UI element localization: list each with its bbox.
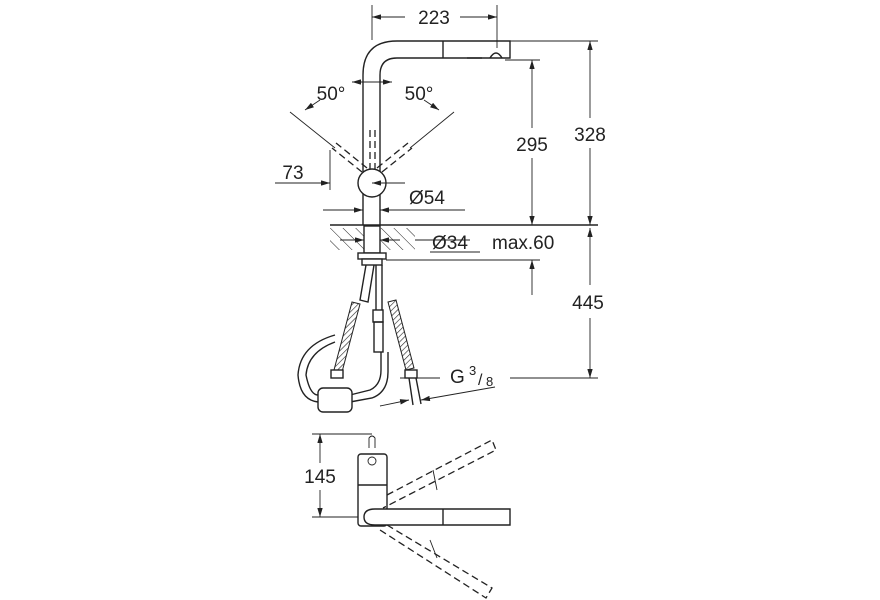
hose-weight (317, 387, 353, 413)
dim-o54: Ø54 (409, 188, 445, 209)
spout-top (363, 508, 511, 526)
dim-angle-right: 50° (405, 84, 434, 105)
dim-angle-left: 50° (317, 84, 346, 105)
dim-thread-num: 3 (469, 363, 476, 378)
side-view (275, 5, 598, 413)
spray-head-icon (489, 52, 503, 59)
thread-slash: / (478, 372, 483, 389)
top-view (312, 433, 511, 599)
dim-73: 73 (282, 163, 303, 184)
dim-145: 145 (304, 467, 336, 488)
spout-swing-lower (379, 524, 493, 599)
dim-max60: max.60 (492, 233, 554, 254)
braided-hose-right (387, 299, 415, 371)
spout-outline (362, 40, 511, 225)
body-top (357, 453, 388, 527)
dim-thread-g: G (450, 367, 465, 388)
dim-328: 328 (574, 125, 606, 146)
dim-o34: Ø34 (432, 233, 468, 254)
dim-445: 445 (572, 293, 604, 314)
dim-223: 223 (418, 8, 450, 29)
dim-thread-den: 8 (486, 374, 493, 389)
spout-swing-upper (382, 439, 497, 509)
dim-295: 295 (516, 135, 548, 156)
braided-hose-left (333, 301, 361, 373)
dimension-labels: 223 50° 50° 73 Ø54 Ø34 max.60 295 328 44… (282, 8, 605, 488)
